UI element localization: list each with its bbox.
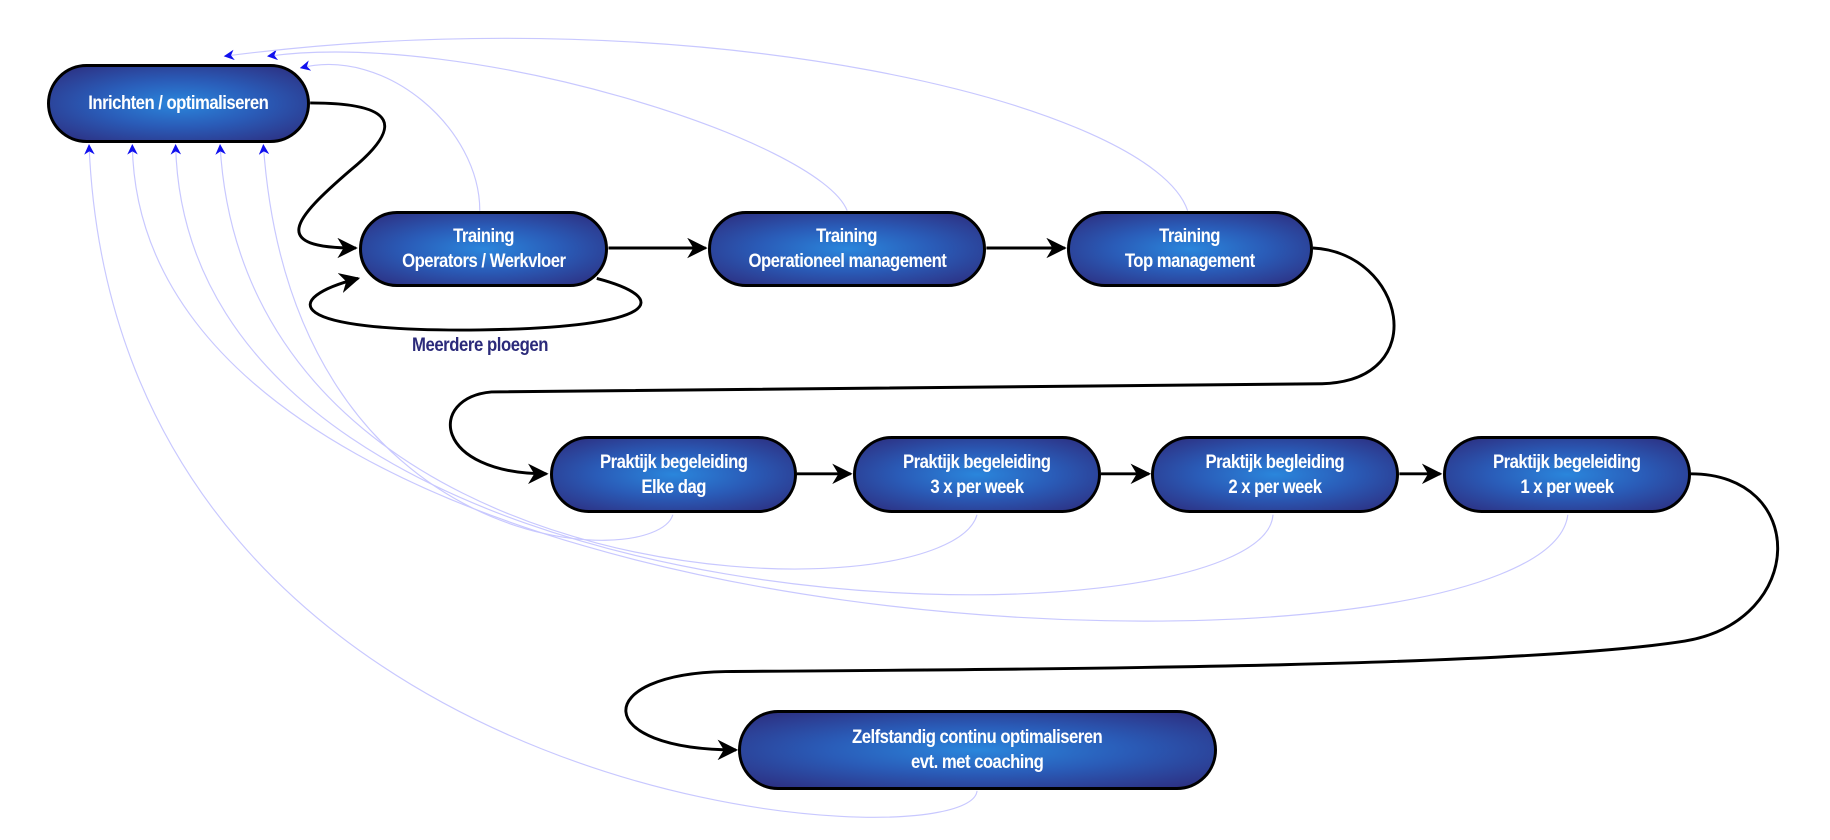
node-text: Praktijk begeleiding (903, 451, 1051, 473)
feedback-1x (127, 144, 1569, 622)
feedback-3x (215, 144, 978, 570)
edge-inrichten-operators (297, 101, 387, 259)
feedback-top (223, 37, 1189, 211)
node-text: Inrichten / optimaliseren (88, 93, 269, 114)
edge-top-elke-dag (449, 246, 1396, 485)
feedback-operationeel (266, 49, 848, 211)
node-praktijk-elke-dag: Praktijk begeleiding Elke dag (550, 436, 797, 513)
feedback-zelfstandig (84, 144, 978, 818)
node-text: evt. met coaching (911, 752, 1044, 773)
node-text: Operationeel management (748, 251, 946, 272)
node-training-operators: Training Operators / Werkvloer (359, 211, 608, 287)
loop-label: Meerdere ploegen (411, 335, 549, 356)
node-text: 2 x per week (1228, 476, 1322, 498)
node-text: Top management (1125, 251, 1255, 272)
node-training-operationeel: Training Operationeel management (708, 211, 986, 287)
node-text: Zelfstandig continu optimaliseren (852, 727, 1103, 748)
edge-self-loop-operators (308, 273, 643, 332)
node-text: Training (1159, 226, 1221, 247)
node-zelfstandig: Zelfstandig continu optimaliseren evt. m… (738, 710, 1217, 790)
node-training-top: Training Top management (1067, 211, 1313, 287)
node-text: 1 x per week (1520, 476, 1614, 498)
node-inrichten: Inrichten / optimaliseren (47, 64, 310, 143)
feedback-operators (299, 60, 481, 211)
node-text: Operators / Werkvloer (401, 251, 566, 272)
node-text: 3 x per week (930, 476, 1024, 498)
node-text: Praktijk begeleiding (599, 451, 748, 473)
feedback-2x (170, 144, 1274, 596)
node-text: Training (816, 226, 878, 247)
node-text: Praktijk begleiding (1205, 451, 1345, 473)
node-text: Elke dag (641, 476, 706, 498)
node-text: Training (453, 226, 514, 247)
edge-1x-zelfstandig (624, 472, 1780, 761)
node-praktijk-3x: Praktijk begeleiding 3 x per week (853, 436, 1101, 513)
node-text: Praktijk begeleiding (1493, 451, 1641, 473)
node-praktijk-1x: Praktijk begeleiding 1 x per week (1443, 436, 1691, 513)
node-praktijk-2x: Praktijk begleiding 2 x per week (1151, 436, 1399, 513)
